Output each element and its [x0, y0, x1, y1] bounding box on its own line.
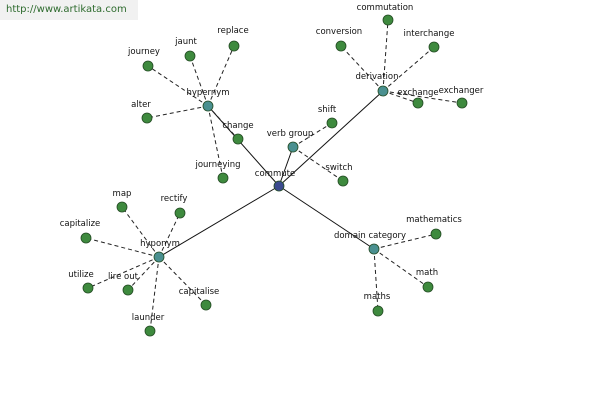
edge-conversion: [340, 45, 384, 92]
edge-launder: [149, 256, 160, 332]
edge-verb-group: [278, 146, 294, 187]
node-label-rectify[interactable]: rectify: [161, 194, 188, 204]
node-label-exchange[interactable]: exchange: [397, 88, 438, 98]
edge-hyponym: [158, 185, 280, 258]
relation-node-hyponym[interactable]: [153, 251, 165, 263]
node-label-shift[interactable]: shift: [318, 105, 337, 115]
edge-journey: [147, 65, 209, 107]
edge-jaunt: [189, 55, 209, 107]
edge-map: [121, 206, 160, 258]
edge-maths: [373, 248, 379, 312]
edge-switch: [292, 146, 344, 182]
edge-mathematics: [373, 233, 437, 250]
node-label-hyponym[interactable]: hyponym: [140, 239, 180, 249]
leaf-node-capitalize[interactable]: [80, 232, 92, 244]
edge-commutation: [382, 19, 389, 92]
node-label-replace[interactable]: replace: [217, 26, 248, 36]
node-label-exchanger[interactable]: exchanger: [439, 86, 484, 96]
node-label-lire-out[interactable]: lire out: [108, 272, 139, 282]
edge-lire-out: [127, 256, 160, 291]
node-label-alter[interactable]: alter: [131, 100, 151, 110]
url-banner[interactable]: http://www.artikata.com: [0, 0, 138, 20]
leaf-node-rectify[interactable]: [174, 207, 186, 219]
nodes-layer: [80, 14, 468, 337]
leaf-node-mathematics[interactable]: [430, 228, 442, 240]
leaf-node-commutation[interactable]: [382, 14, 394, 26]
relation-node-derivation[interactable]: [377, 85, 389, 97]
leaf-node-switch[interactable]: [337, 175, 349, 187]
node-label-utilize[interactable]: utilize: [68, 270, 94, 280]
leaf-node-exchanger[interactable]: [456, 97, 468, 109]
leaf-node-utilize[interactable]: [82, 282, 94, 294]
node-label-commutation[interactable]: commutation: [357, 3, 414, 13]
leaf-node-maths[interactable]: [372, 305, 384, 317]
labels-layer: commute hypernym derivation verb group hypon…: [60, 3, 484, 323]
leaf-node-jaunt[interactable]: [184, 50, 196, 62]
edge-exchange: [382, 90, 419, 104]
node-label-verb-group[interactable]: verb group: [267, 129, 314, 139]
leaf-node-journeying[interactable]: [217, 172, 229, 184]
url-link[interactable]: http://www.artikata.com: [6, 4, 127, 15]
node-label-capitalize[interactable]: capitalize: [60, 219, 101, 229]
node-label-change[interactable]: change: [222, 121, 253, 131]
node-label-switch[interactable]: switch: [325, 163, 352, 173]
leaf-node-change[interactable]: [232, 133, 244, 145]
node-label-launder[interactable]: launder: [132, 313, 165, 323]
node-label-journey[interactable]: journey: [127, 47, 160, 57]
edge-exchanger: [382, 90, 463, 104]
node-label-commute[interactable]: commute: [255, 169, 295, 179]
node-label-journeying[interactable]: journeying: [194, 160, 240, 170]
node-label-hypernym[interactable]: hypernym: [186, 88, 229, 98]
edge-capitalise: [158, 256, 207, 306]
node-label-capitalise[interactable]: capitalise: [179, 287, 220, 297]
edge-derivation: [278, 90, 384, 187]
leaf-node-interchange[interactable]: [428, 41, 440, 53]
node-label-map[interactable]: map: [113, 189, 132, 199]
leaf-node-exchange[interactable]: [412, 97, 424, 109]
edge-interchange: [382, 46, 435, 92]
edge-alter: [146, 105, 209, 119]
relation-node-verb-group[interactable]: [287, 141, 299, 153]
leaf-node-replace[interactable]: [228, 40, 240, 52]
node-label-interchange[interactable]: interchange: [404, 29, 455, 39]
leaf-node-launder[interactable]: [144, 325, 156, 337]
edge-shift: [292, 122, 333, 148]
edge-utilize: [87, 256, 160, 289]
relation-node-domain-category[interactable]: [368, 243, 380, 255]
relation-node-hypernym[interactable]: [202, 100, 214, 112]
node-label-math[interactable]: math: [416, 268, 438, 278]
leaf-node-math[interactable]: [422, 281, 434, 293]
leaf-node-map[interactable]: [116, 201, 128, 213]
node-label-domain-category[interactable]: domain category: [334, 231, 406, 241]
node-label-maths[interactable]: maths: [364, 292, 391, 302]
edge-change: [207, 105, 239, 140]
leaf-node-conversion[interactable]: [335, 40, 347, 52]
edge-replace: [207, 45, 235, 107]
leaf-node-alter[interactable]: [141, 112, 153, 124]
edge-journeying: [207, 105, 224, 179]
edge-capitalize: [85, 237, 160, 258]
leaf-node-shift[interactable]: [326, 117, 338, 129]
edge-rectify: [158, 212, 181, 258]
node-label-jaunt[interactable]: jaunt: [174, 37, 197, 47]
leaf-node-journey[interactable]: [142, 60, 154, 72]
node-label-conversion[interactable]: conversion: [316, 27, 362, 37]
edge-domain-category: [278, 185, 375, 250]
node-label-derivation[interactable]: derivation: [355, 72, 398, 82]
node-label-mathematics[interactable]: mathematics: [406, 215, 462, 225]
leaf-node-lire-out[interactable]: [122, 284, 134, 296]
leaf-node-capitalise[interactable]: [200, 299, 212, 311]
edges-layer: [85, 19, 463, 332]
center-node-commute[interactable]: [273, 180, 285, 192]
